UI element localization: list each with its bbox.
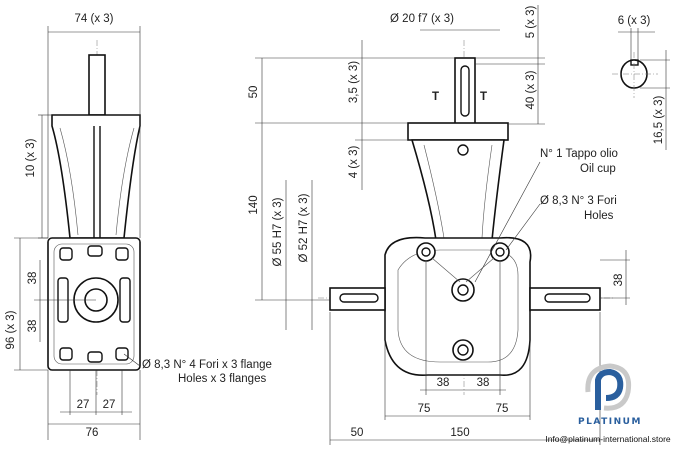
dim-140: 140 xyxy=(248,195,260,214)
dim-10: 10 (x 3) xyxy=(25,138,37,177)
dim-75-r: 75 xyxy=(496,403,509,415)
dim-3-5: 3,5 (x 3) xyxy=(348,61,360,103)
dim-74: 74 (x 3) xyxy=(75,13,114,25)
dim-50-h: 50 xyxy=(351,427,364,439)
holes-note-en: Holes x 3 flanges xyxy=(178,373,266,385)
left-output-shaft xyxy=(329,287,386,311)
dim-5: 5 (x 3) xyxy=(525,6,537,39)
section-mark-right: T xyxy=(480,91,487,103)
left-housing xyxy=(51,114,141,239)
dim-38-a: 38 xyxy=(27,272,39,285)
front-top-flange xyxy=(407,122,509,141)
dim-50-v: 50 xyxy=(248,86,260,99)
dim-38-side: 38 xyxy=(613,274,625,287)
dim-55: Ø 55 H7 (x 3) xyxy=(272,197,284,266)
dim-52: Ø 52 H7 (x 3) xyxy=(298,193,310,262)
brand-name: PLATINUM xyxy=(578,417,642,427)
dim-96: 96 (x 3) xyxy=(5,310,17,349)
holes-note-it: Ø 8,3 N° 4 Fori x 3 flange xyxy=(142,359,272,371)
fori-note-en: Holes xyxy=(584,210,614,222)
front-housing xyxy=(410,139,505,241)
key-section-detail: 6 (x 3) 16,5 (x 3) xyxy=(612,15,670,150)
front-view: T T Ø 20 f7 (x 3) 5 (x 3) 40 (x 3) 50 14… xyxy=(248,5,630,445)
dim-40: 40 (x 3) xyxy=(525,70,537,109)
dim-shaft-dia: Ø 20 f7 (x 3) xyxy=(390,13,454,25)
dim-150: 150 xyxy=(450,427,469,439)
dim-38-l: 38 xyxy=(437,377,450,389)
dim-38-r: 38 xyxy=(477,377,490,389)
dim-38-b: 38 xyxy=(27,320,39,333)
oil-note-en: Oil cup xyxy=(580,163,616,175)
dim-key-height: 16,5 (x 3) xyxy=(653,96,665,145)
platinum-logo: PLATINUM Info@platinum-international.sto… xyxy=(545,363,671,444)
left-shaft xyxy=(88,54,106,116)
dim-75-l: 75 xyxy=(418,403,431,415)
oil-cup xyxy=(451,278,475,302)
dim-76: 76 xyxy=(86,427,99,439)
brand-email: Info@platinum-international.store xyxy=(545,434,671,444)
dim-key-width: 6 (x 3) xyxy=(618,15,651,27)
left-side-view: 74 (x 3) 10 (x 3) 96 (x 3) 38 38 27 27 7… xyxy=(5,13,272,440)
dim-27-b: 27 xyxy=(103,399,116,411)
dim-4: 4 (x 3) xyxy=(348,146,360,179)
oil-note-it: N° 1 Tappo olio xyxy=(540,148,618,160)
section-mark-left: T xyxy=(432,91,439,103)
fori-note-it: Ø 8,3 N° 3 Fori xyxy=(540,195,617,207)
dim-27-a: 27 xyxy=(77,399,90,411)
